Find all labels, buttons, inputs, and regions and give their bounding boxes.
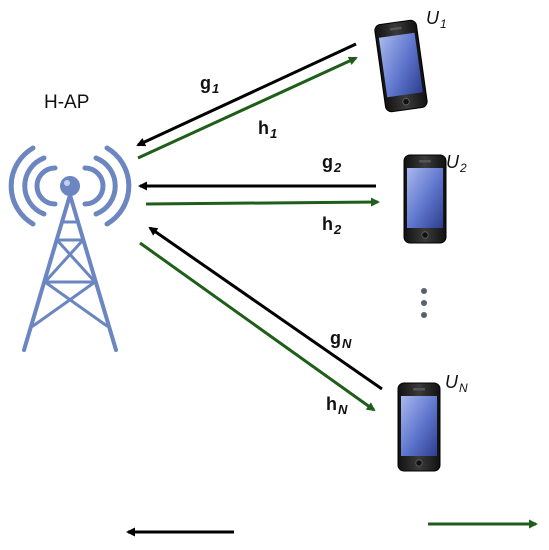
antenna-tower-icon	[8, 145, 132, 352]
user-label-2: U2	[446, 152, 467, 175]
uplink-arrow-1	[137, 56, 358, 160]
ellipsis-dot	[421, 300, 427, 306]
access-point-label: H-AP	[44, 92, 90, 113]
phone-icon-user-2	[403, 154, 447, 244]
uplink-arrow-n	[139, 241, 376, 412]
downlink-arrow-n	[148, 226, 383, 391]
channel-label-g1: g1	[200, 73, 220, 96]
channel-label-hn: hN	[326, 394, 348, 417]
channel-label-h1: h1	[258, 118, 278, 141]
user-label-n: UN	[445, 372, 468, 395]
phone-icon-user-1	[373, 19, 429, 113]
user-label-1: U1	[426, 8, 447, 31]
channel-label-h2: h2	[322, 214, 342, 237]
ellipsis-dot	[421, 312, 427, 318]
uplink-arrow-2	[145, 197, 380, 207]
phone-icon-user-n	[397, 382, 441, 472]
ellipsis-dot	[421, 288, 427, 294]
downlink-arrow-1	[136, 42, 357, 147]
channel-label-g2: g2	[322, 152, 342, 175]
channel-label-gn: gN	[330, 328, 352, 351]
